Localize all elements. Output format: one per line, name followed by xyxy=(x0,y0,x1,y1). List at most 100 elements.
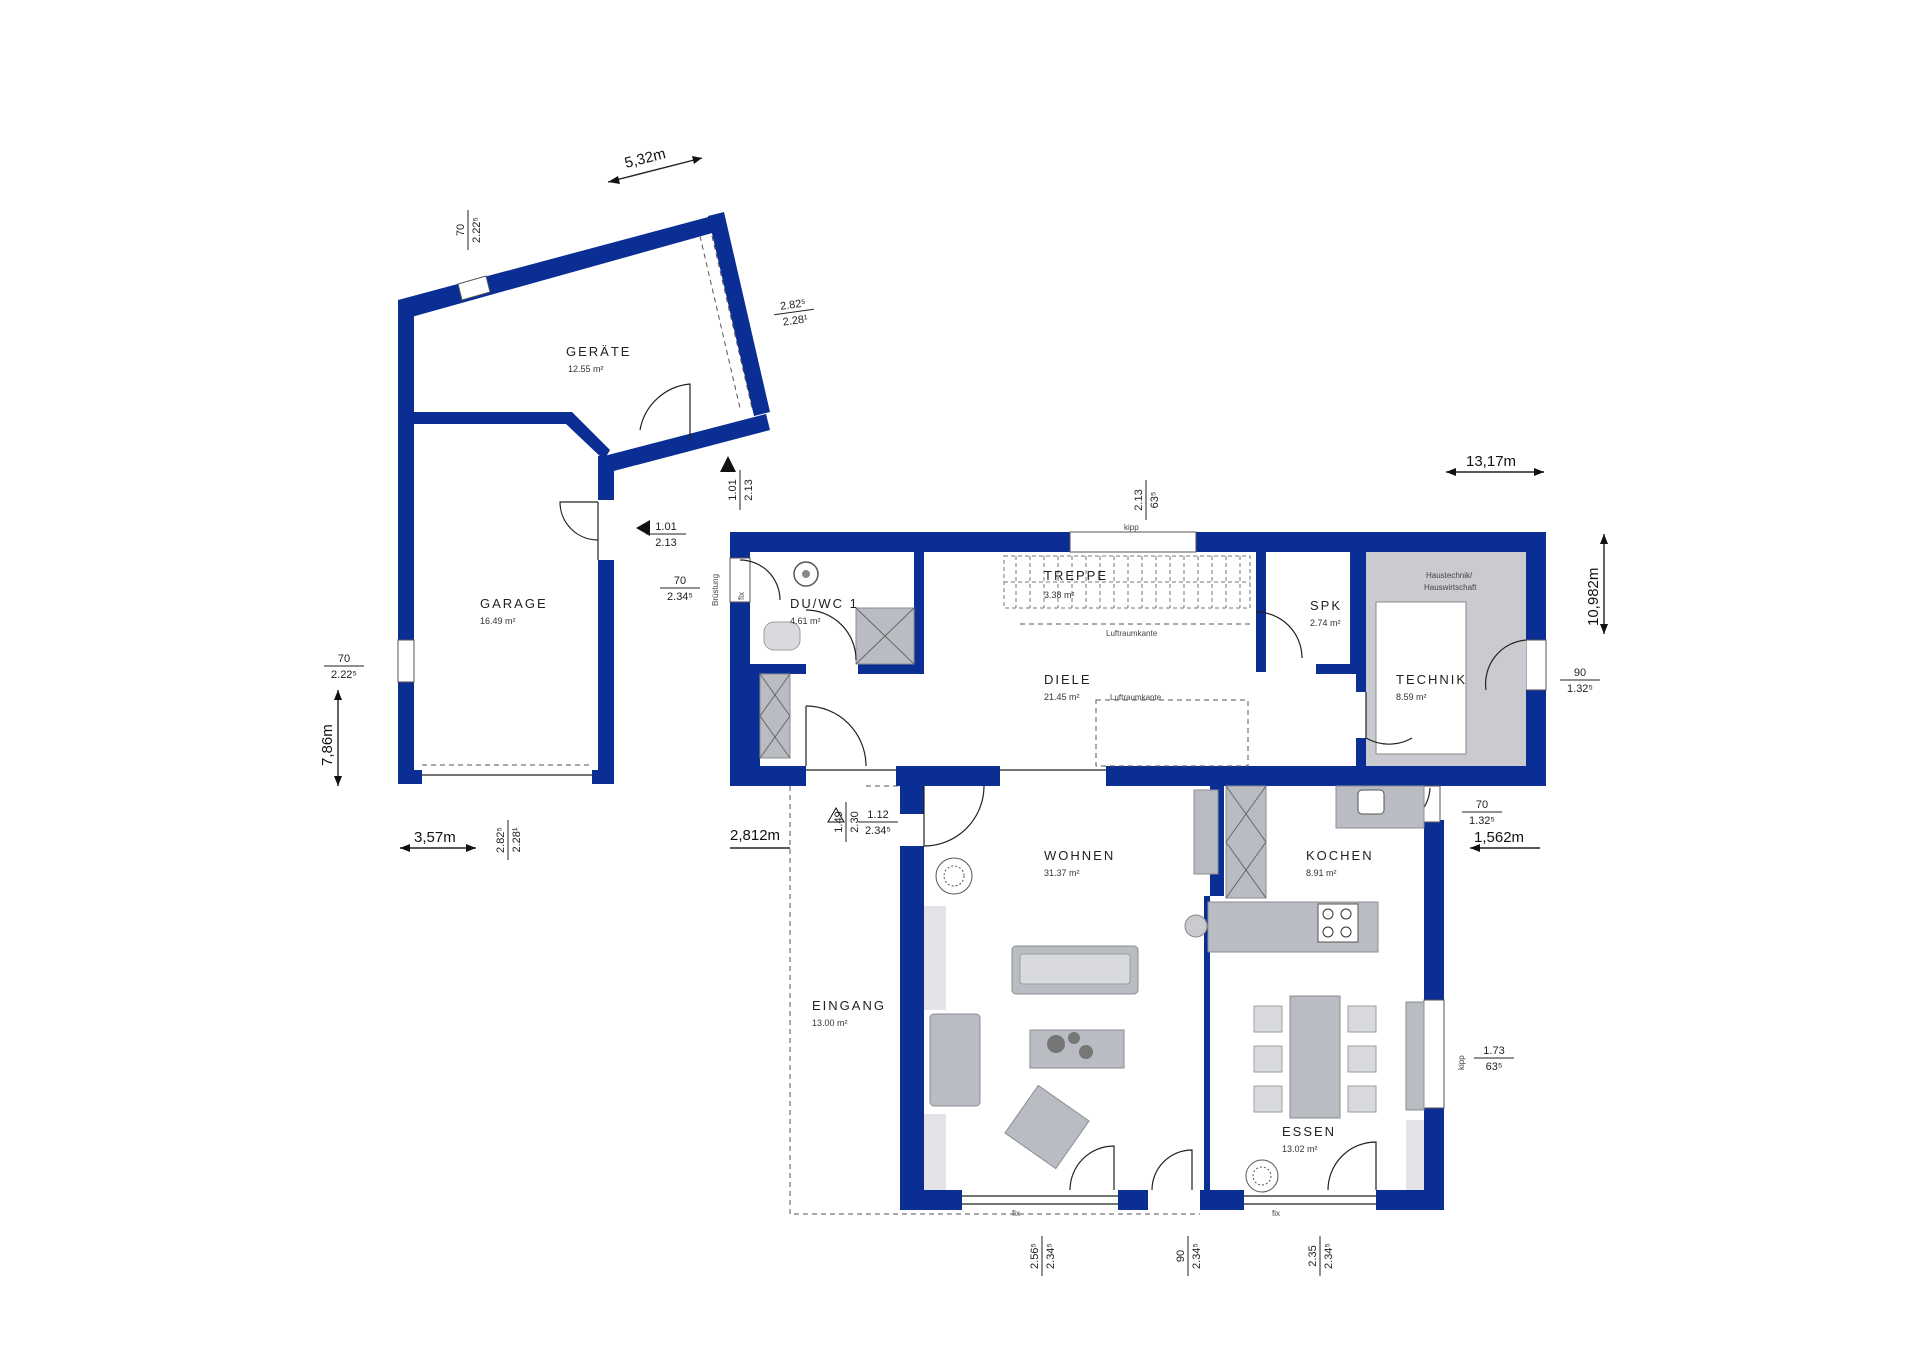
fraction-top: 1.01 xyxy=(727,479,739,500)
haustechnik-label-2: Hauswirtschaft xyxy=(1424,583,1477,592)
stair-window xyxy=(1069,531,1197,553)
fraction-top: 90 xyxy=(1175,1250,1187,1262)
outbuilding xyxy=(397,212,770,784)
luftraum-box xyxy=(1095,699,1249,767)
wc-window xyxy=(729,557,751,603)
section-arrow-icon-2 xyxy=(720,456,736,472)
fraction-top: 1.73 xyxy=(1483,1045,1504,1057)
fraction-bottom: 2.22⁵ xyxy=(331,669,357,681)
technik-label: TECHNIK xyxy=(1396,672,1467,687)
du-wc-area: 4.61 m² xyxy=(790,616,821,626)
fraction-top: 2.56⁵ xyxy=(1029,1243,1041,1269)
fraction-f-garage-bottom: 2.82⁵ 2.28¹ xyxy=(495,820,523,860)
fraction-top: 70 xyxy=(455,224,467,236)
geraete-garage-divider xyxy=(414,412,610,460)
fraction-top: 90 xyxy=(1574,667,1586,679)
technik-window xyxy=(1525,639,1547,691)
garage-left-wall xyxy=(398,300,414,784)
kochen-label: KOCHEN xyxy=(1306,848,1374,863)
essen-area: 13.02 m² xyxy=(1282,1144,1318,1154)
du-wc-label: DU/WC 1 xyxy=(790,596,859,611)
fraction-top: 2.82⁵ xyxy=(779,297,806,312)
diele-label: DIELE xyxy=(1044,672,1092,687)
fraction-top: 70 xyxy=(1476,799,1488,811)
fix-wohnen-note: fix xyxy=(1012,1209,1020,1218)
fraction-bottom: 2.28¹ xyxy=(511,827,523,852)
treppe-area: 3.38 m² xyxy=(1044,590,1075,600)
eingang-outline xyxy=(789,786,1200,1215)
cooktop-icon xyxy=(1317,903,1359,943)
technik-area: 8.59 m² xyxy=(1396,692,1427,702)
fraction-bottom: 2.28¹ xyxy=(782,313,809,328)
spk-area: 2.74 m² xyxy=(1310,618,1341,628)
fraction-bottom: 2.22⁵ xyxy=(471,217,483,243)
fraction-bottom: 2.34⁵ xyxy=(1045,1243,1057,1269)
fix-essen-note: fix xyxy=(1272,1209,1280,1218)
fraction-bottom: 2.13 xyxy=(743,479,755,500)
diele-area: 21.45 m² xyxy=(1044,692,1080,702)
fraction-top: 1.12 xyxy=(867,809,888,821)
essen-label: ESSEN xyxy=(1282,1124,1336,1139)
kochen-area: 8.91 m² xyxy=(1306,868,1337,878)
dim-13-17: 13,17m xyxy=(1466,453,1516,470)
armchair xyxy=(1004,1084,1090,1170)
fraction-f-entry-door: 1.122.34⁵ xyxy=(858,809,898,837)
fraction-top: 2.82⁵ xyxy=(495,827,507,853)
sofa-left xyxy=(929,1013,981,1107)
fraction-f-entry-side: 1.49 2.30 xyxy=(833,802,861,842)
fraction-bottom: 2.34⁵ xyxy=(1191,1243,1203,1269)
fraction-top: 70 xyxy=(338,653,350,665)
luftraum-note-2: Luftraumkante xyxy=(1110,693,1162,702)
toilet-icon xyxy=(763,621,801,651)
eingang-area: 13.00 m² xyxy=(812,1018,848,1028)
geraete-bottom-wall xyxy=(604,414,770,472)
fraction-f-geraete-door: 1.01 2.13 xyxy=(727,470,755,510)
fix-wc-note: fix xyxy=(737,592,746,600)
section-arrow-icon-3 xyxy=(827,806,845,823)
main-house-walls xyxy=(729,531,1547,1210)
garage-bottom-right xyxy=(592,770,614,784)
fraction-bottom: 2.34⁵ xyxy=(667,591,693,603)
fraction-f-garage-door: 1.012.13 xyxy=(646,521,686,549)
fraction-f-geraete-top: 70 2.22⁵ xyxy=(455,210,483,250)
fraction-f-technik-window: 901.32⁵ xyxy=(1560,667,1600,695)
eingang-label: EINGANG xyxy=(812,998,886,1013)
garage-window-left xyxy=(397,639,415,683)
fraction-top: 1.49 xyxy=(833,811,845,832)
dim-7-86: 7,86m xyxy=(319,724,336,766)
dim-2-812: 2,812m xyxy=(730,827,780,844)
fraction-top: 2.35 xyxy=(1307,1245,1319,1266)
fraction-bottom: 1.32⁵ xyxy=(1469,815,1495,827)
kipp-top-note: kipp xyxy=(1124,523,1139,532)
fraction-top: 70 xyxy=(674,575,686,587)
dim-3-57: 3,57m xyxy=(414,829,456,846)
geraete-right-wall xyxy=(708,212,770,416)
dim-1-562: 1,562m xyxy=(1474,829,1524,846)
dim-10-982: 10,982m xyxy=(1585,568,1602,626)
haustechnik-label-1: Haustechnik/ xyxy=(1426,571,1473,580)
geraete-top-wall xyxy=(398,216,716,318)
fraction-bottom: 2.34⁵ xyxy=(1323,1243,1335,1269)
wohnen-label: WOHNEN xyxy=(1044,848,1115,863)
garage-label: GARAGE xyxy=(480,596,548,611)
plant-icon xyxy=(935,857,973,895)
wohnen-area: 31.37 m² xyxy=(1044,868,1080,878)
kitchen-tall-units xyxy=(1225,785,1267,899)
geraete-window-top xyxy=(457,275,491,301)
fraction-bottom: 2.30 xyxy=(849,811,861,832)
plant-icon-essen xyxy=(1245,1159,1279,1193)
geraete-area: 12.55 m² xyxy=(568,364,604,374)
spk-label: SPK xyxy=(1310,598,1342,613)
essen-window xyxy=(1423,999,1445,1109)
dining-table xyxy=(1289,995,1341,1119)
fraction-top: 1.01 xyxy=(655,521,676,533)
fraction-f-bottom2: 90 2.34⁵ xyxy=(1175,1236,1203,1276)
fraction-bottom: 63⁵ xyxy=(1149,492,1161,509)
staircase xyxy=(1003,555,1251,625)
garage-bottom-left xyxy=(398,770,422,784)
garage-area: 16.49 m² xyxy=(480,616,516,626)
